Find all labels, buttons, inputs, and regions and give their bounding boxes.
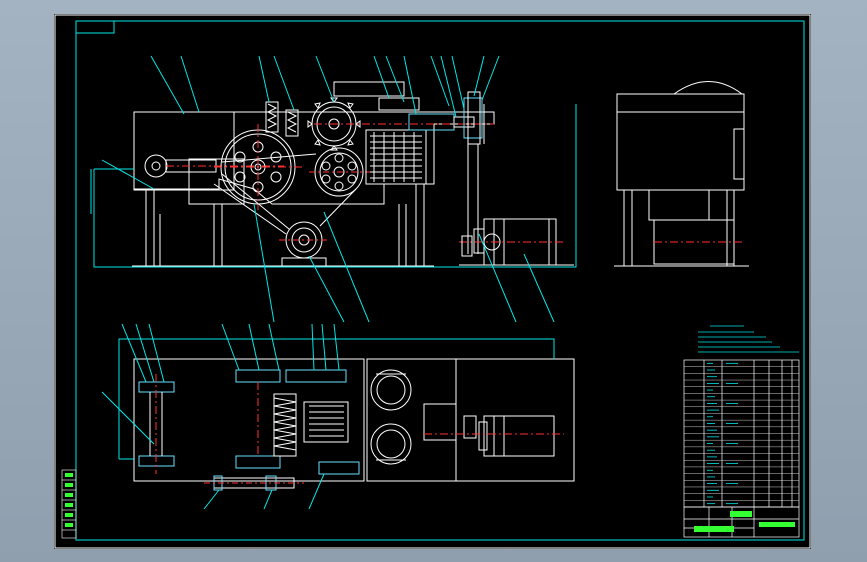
parts-table-rows (684, 366, 799, 501)
front-view-leaders (90, 55, 577, 323)
revision-strip-marks (65, 473, 73, 527)
technical-notes (698, 325, 799, 353)
top-view-leaders (101, 323, 555, 510)
lower-pulley (279, 221, 329, 267)
cad-drawing-viewport[interactable] (54, 14, 811, 549)
title-block-green-mark (694, 526, 734, 532)
flywheel-front (214, 124, 304, 210)
title-block-stamp (730, 511, 752, 517)
title-block-drawing-no (759, 522, 795, 527)
roller-front (309, 147, 372, 197)
corner-label-box (75, 20, 115, 34)
revision-strip (61, 469, 77, 539)
top-view (133, 358, 575, 491)
drawing-sheet (54, 14, 811, 549)
blade-stack (365, 129, 427, 185)
sheet-outer-border (54, 14, 811, 549)
parts-table-text (707, 362, 738, 505)
front-view (132, 81, 574, 267)
motor-front (459, 218, 574, 266)
side-view (614, 81, 749, 267)
sheet-inner-frame (75, 20, 805, 541)
